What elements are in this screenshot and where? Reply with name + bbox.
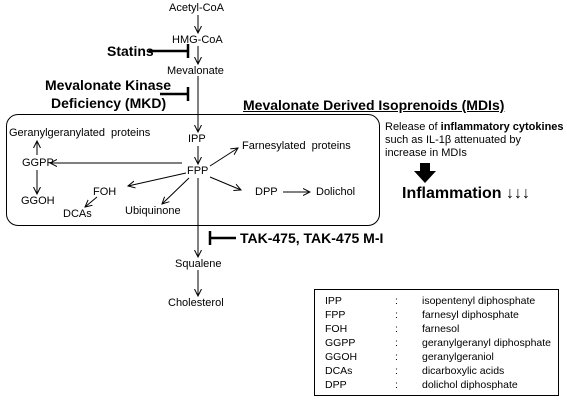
legend-def: farnesol xyxy=(422,323,460,335)
legend-colon: : xyxy=(395,309,398,321)
legend-abbr: GGOH xyxy=(325,351,358,363)
arrow-fpp-to-foh xyxy=(128,172,187,186)
cytokine-release-rest: such as IL-1β attenuated by increase in … xyxy=(385,134,521,159)
inflammation-down-arrow xyxy=(414,163,436,183)
node-farnesylated-proteins: Farnesylated proteins xyxy=(242,140,351,152)
mdi-title: Mevalonate Derived Isoprenoids (MDIs) xyxy=(243,97,505,113)
node-ubiquinone: Ubiquinone xyxy=(125,205,181,217)
node-geranylgeranylated-proteins: Geranylgeranylated proteins xyxy=(9,127,151,139)
legend-abbr: FPP xyxy=(325,309,346,321)
node-hmg-coa: HMG-CoA xyxy=(172,34,223,46)
legend-def: geranylgeranyl diphosphate xyxy=(422,337,552,349)
node-mevalonate: Mevalonate xyxy=(167,65,224,77)
legend-abbr: FOH xyxy=(325,323,348,335)
legend-abbr: GGPP xyxy=(325,337,356,349)
node-dolichol: Dolichol xyxy=(316,186,356,198)
node-fpp: FPP xyxy=(187,165,209,177)
legend-colon: : xyxy=(395,365,398,377)
mdi-module-box xyxy=(6,114,380,226)
arrow-fpp-to-dpp xyxy=(209,176,241,190)
legend-colon: : xyxy=(395,379,398,391)
cytokine-release-bold: inflammatory cytokines xyxy=(440,121,564,133)
arrow-fpp-to-farnesylated xyxy=(209,148,238,167)
legend-def: isopentenyl diphosphate xyxy=(422,295,536,307)
legend-def: dicarboxylic acids xyxy=(422,365,505,377)
cytokine-release-note: Release of inflammatory cytokines such a… xyxy=(385,121,565,160)
inhibitor-mkd-line2: Deficiency (MKD) xyxy=(51,95,167,111)
legend-def: dolichol diphosphate xyxy=(422,379,518,391)
node-ggoh: GGOH xyxy=(21,195,55,207)
cytokine-release-prefix: Release of xyxy=(385,121,441,133)
node-ggpp: GGPP xyxy=(22,157,54,169)
legend-colon: : xyxy=(395,351,398,363)
inflammation-label: Inflammation ↓↓↓ xyxy=(402,185,531,202)
node-ipp: IPP xyxy=(188,133,206,145)
node-dcas: DCAs xyxy=(63,208,92,220)
legend-colon: : xyxy=(395,295,398,307)
inhibitor-mkd-line1: Mevalonate Kinase xyxy=(45,77,172,93)
legend-abbr: IPP xyxy=(325,295,342,307)
node-dpp: DPP xyxy=(255,186,278,198)
node-squalene: Squalene xyxy=(175,258,222,270)
node-cholesterol: Cholesterol xyxy=(168,297,224,309)
legend-abbr: DCAs xyxy=(325,365,353,377)
inhibitor-tak-475: TAK-475, TAK-475 M-I xyxy=(240,230,384,246)
arrow-fpp-to-ubiquinone xyxy=(162,177,190,204)
legend-def: farnesyl diphosphate xyxy=(422,309,519,321)
arrow-foh-to-dcas xyxy=(85,196,98,207)
legend-def: geranylgeraniol xyxy=(422,351,494,363)
node-acetyl-coa: Acetyl-CoA xyxy=(169,2,225,14)
legend-colon: : xyxy=(395,337,398,349)
node-foh: FOH xyxy=(93,186,117,198)
legend-abbr: DPP xyxy=(325,379,347,391)
abbreviation-legend: IPP : isopentenyl diphosphate FPP : farn… xyxy=(314,289,559,396)
legend-colon: : xyxy=(395,323,398,335)
inhibitor-statins: Statins xyxy=(107,43,154,59)
